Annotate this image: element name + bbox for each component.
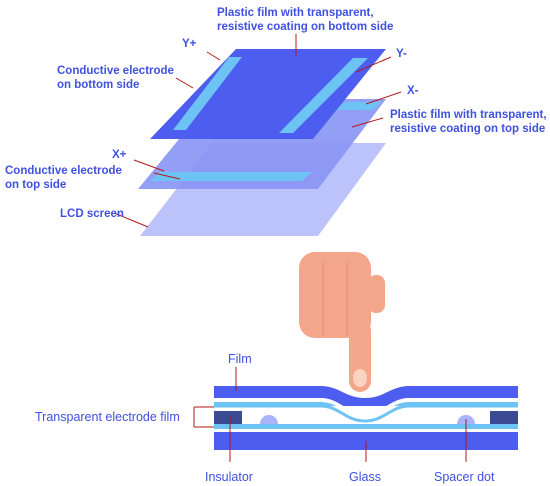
cross-section: Film Transparent electrode film Insulato… bbox=[35, 352, 518, 484]
leader-x-plus bbox=[133, 159, 165, 172]
label-glass: Glass bbox=[349, 470, 381, 484]
label-electrode-top: Conductive electrode bbox=[5, 165, 122, 177]
leader-electrode-bottom bbox=[175, 77, 194, 89]
label-film: Film bbox=[228, 352, 252, 366]
spacer-dot-left bbox=[260, 415, 278, 424]
electrode-bracket bbox=[193, 406, 214, 428]
film-top-layer bbox=[214, 386, 518, 413]
label-insulator: Insulator bbox=[205, 470, 253, 484]
label-y-plus: Y+ bbox=[182, 38, 197, 50]
label-y-minus: Y- bbox=[396, 48, 407, 60]
x-plus-electrode bbox=[150, 172, 312, 181]
top-film-layer bbox=[150, 49, 386, 139]
insulator-right bbox=[490, 411, 518, 424]
label-spacer: Spacer dot bbox=[434, 470, 495, 484]
y-plus-electrode bbox=[173, 57, 242, 130]
insulator-left bbox=[214, 411, 242, 424]
label-electrode-film: Transparent electrode film bbox=[35, 410, 180, 424]
y-minus-electrode bbox=[279, 58, 368, 133]
label-top-film: Plastic film with transparent, bbox=[217, 7, 374, 19]
lower-electrode-film bbox=[214, 424, 518, 429]
leader-electrode-top bbox=[153, 172, 181, 180]
leader-bottom-film bbox=[351, 117, 384, 128]
x-minus-electrode bbox=[335, 102, 382, 110]
label-top-film-2: resistive coating on bottom side bbox=[217, 21, 393, 33]
label-x-plus: X+ bbox=[112, 149, 127, 161]
label-electrode-bottom-2: on bottom side bbox=[57, 79, 139, 91]
label-electrode-top-2: on top side bbox=[5, 179, 66, 191]
exploded-view: Plastic film with transparent, resistive… bbox=[5, 7, 547, 236]
leader-lcd bbox=[113, 212, 149, 228]
label-x-minus: X- bbox=[407, 85, 419, 97]
leader-x-minus bbox=[365, 91, 402, 105]
label-electrode-bottom: Conductive electrode bbox=[57, 65, 174, 77]
label-bottom-film: Plastic film with transparent, bbox=[390, 109, 547, 121]
label-bottom-film-2: resistive coating on top side bbox=[390, 123, 545, 135]
leader-y-plus bbox=[206, 51, 221, 61]
label-lcd: LCD screen bbox=[60, 208, 124, 220]
finger-icon bbox=[299, 252, 385, 392]
leader-y-minus bbox=[355, 56, 392, 73]
